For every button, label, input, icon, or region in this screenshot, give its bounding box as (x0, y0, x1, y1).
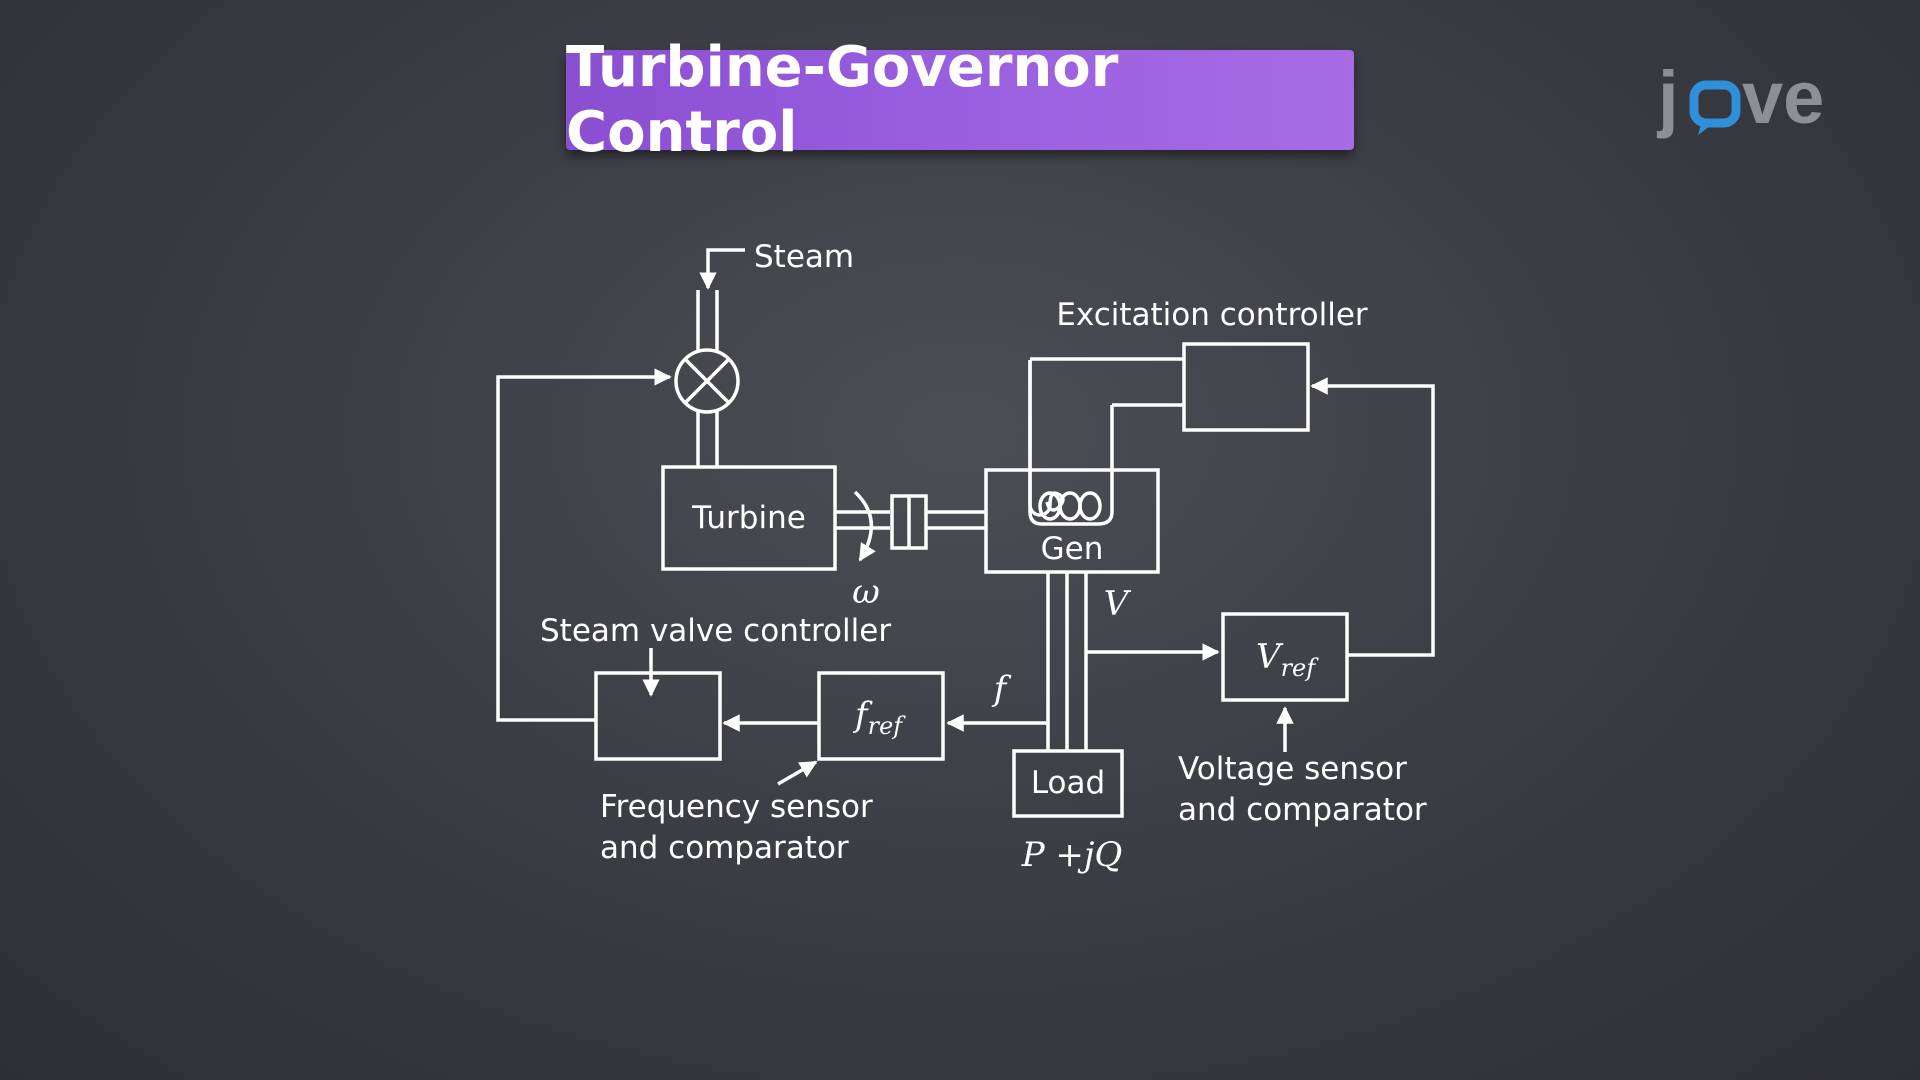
steam-label: Steam (754, 239, 854, 275)
generator-box (984, 468, 1160, 574)
f-label: f (991, 669, 1012, 709)
logo-bubble-icon (1689, 80, 1741, 128)
turbine-label: Turbine (691, 500, 806, 536)
omega-label: ω (852, 572, 880, 612)
load-label: Load (1031, 765, 1105, 801)
page-title: Turbine-Governor Control (566, 35, 1119, 165)
vref-label: Vref (1256, 637, 1319, 682)
voltage-sensor-label-line2: and comparator (1178, 792, 1427, 828)
excitation-controller-label: Excitation controller (1056, 297, 1368, 333)
turbine-box (661, 465, 837, 571)
steam-valve-icon (674, 348, 740, 414)
field-winding-icon (1028, 360, 1114, 526)
voltage-sensor-label-line1: Voltage sensor (1178, 751, 1407, 787)
vref-box (1221, 612, 1349, 702)
fref-label: fref (852, 695, 906, 740)
voltage-feedback-arrow (1310, 377, 1435, 657)
load-box (1012, 749, 1124, 818)
rotation-arrow-icon (853, 490, 876, 562)
fref-box (817, 671, 945, 761)
logo-text-j: j (1656, 56, 1679, 139)
logo-text-ve: ve (1742, 56, 1824, 139)
excitation-controller-box (1182, 342, 1310, 432)
logo-bubble-tail (1698, 121, 1714, 135)
v-label: V (1104, 584, 1132, 624)
load-power-label: P +jQ (1021, 835, 1123, 875)
jove-logo: j ve (1656, 56, 1824, 139)
steam-inlet-arrow (699, 248, 745, 290)
title-banner: Turbine-Governor Control (566, 35, 1354, 165)
steam-valve-controller-box (594, 671, 722, 761)
frequency-sensor-label-line2: and comparator (600, 830, 849, 866)
frequency-sensor-label-line1: Frequency sensor (600, 789, 873, 825)
steam-valve-controller-label: Steam valve controller (540, 613, 891, 649)
valve-command-arrow (496, 368, 672, 722)
frequency-sensor-pointer (777, 760, 818, 786)
gen-label: Gen (1041, 531, 1104, 567)
